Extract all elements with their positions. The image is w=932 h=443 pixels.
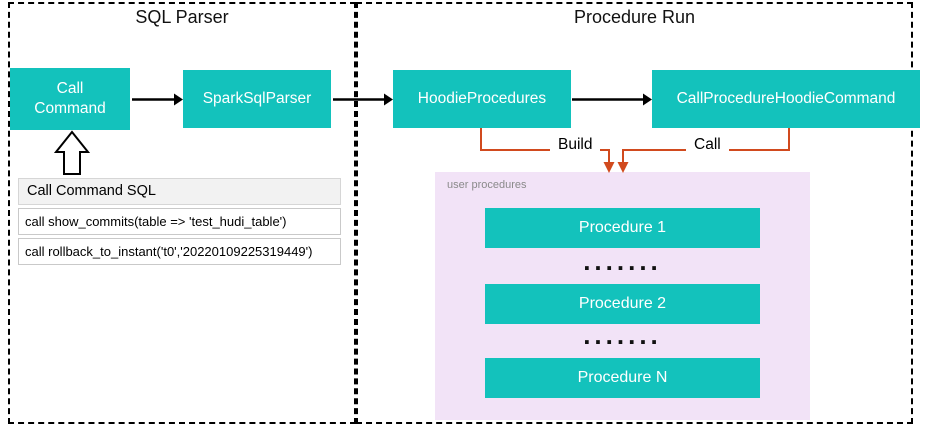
sql-statement-row: call show_commits(table => 'test_hudi_ta… (18, 208, 341, 235)
procedure-n-node: Procedure N (485, 358, 760, 398)
procedure-1-node: Procedure 1 (485, 208, 760, 248)
ellipsis-dots: ....... (583, 320, 662, 350)
build-edge-label: Build (550, 134, 601, 156)
ellipsis-dots: ....... (583, 246, 662, 276)
sql-statement-row: call rollback_to_instant('t0','202201092… (18, 238, 341, 265)
user-procedures-label: user procedures (447, 179, 527, 191)
procedure-run-region (356, 2, 913, 424)
sql-parser-region (8, 2, 356, 424)
sql-panel-header: Call Command SQL (18, 178, 341, 205)
procedure-run-title: Procedure Run (573, 7, 696, 27)
spark-sql-parser-node: SparkSqlParser (183, 70, 331, 128)
user-procedures-box: user procedures Procedure 1 ....... Proc… (435, 172, 810, 420)
call-command-node: Call Command (10, 68, 130, 130)
procedure-2-node: Procedure 2 (485, 284, 760, 324)
hoodie-procedures-node: HoodieProcedures (393, 70, 571, 128)
call-edge-label: Call (686, 134, 729, 156)
sql-parser-title: SQL Parser (135, 7, 229, 27)
call-procedure-hoodie-command-node: CallProcedureHoodieCommand (652, 70, 920, 128)
sql-example-panel: Call Command SQL call show_commits(table… (18, 178, 341, 268)
